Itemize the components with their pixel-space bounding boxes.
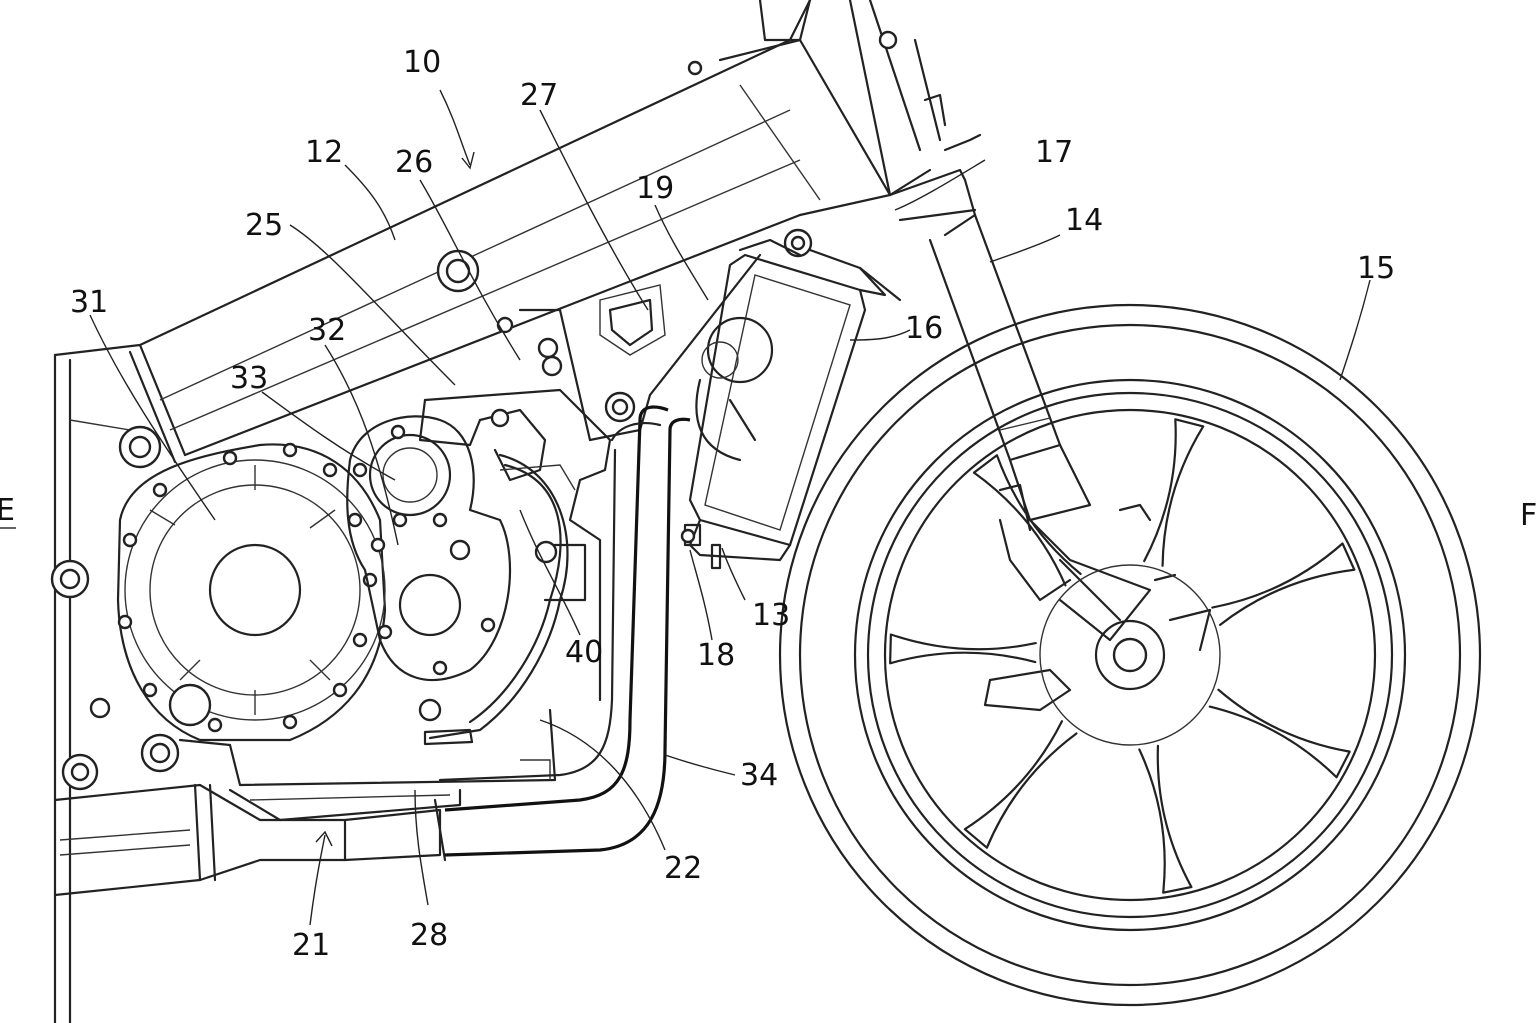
label-15: 15: [1357, 251, 1395, 286]
wheel-spoke: [1138, 744, 1193, 894]
wheel-spoke: [1211, 542, 1356, 626]
coolant-reservoir-16: [680, 238, 902, 570]
edge-mark-right: F: [1520, 498, 1536, 533]
label-18: 18: [697, 638, 735, 673]
label-13: 13: [752, 598, 790, 633]
label-34: 34: [740, 758, 778, 793]
main-frame: [53, 0, 982, 1023]
label-28: 28: [410, 918, 448, 953]
label-26: 26: [395, 145, 433, 180]
label-21: 21: [292, 928, 330, 963]
front-wheel-15: [778, 303, 1482, 1007]
label-31: 31: [70, 285, 108, 320]
label-27: 27: [520, 78, 558, 113]
label-25: 25: [245, 208, 283, 243]
reference-numerals: 10 12 13 14 15 16 17 18 19 21 22 25 26 2…: [70, 45, 1395, 963]
label-16: 16: [905, 311, 943, 346]
wheel-spoke: [1143, 418, 1205, 567]
front-fork-14: [888, 168, 1212, 712]
engine-crankcase: [61, 388, 612, 791]
label-17: 17: [1035, 135, 1073, 170]
label-19: 19: [636, 171, 674, 206]
edge-mark-left: E: [0, 493, 15, 528]
edge-marks: E F: [0, 493, 1536, 533]
wheel-spoke: [972, 454, 1082, 587]
label-12: 12: [305, 135, 343, 170]
wheel-spoke: [1208, 688, 1351, 779]
label-14: 14: [1065, 203, 1103, 238]
label-32: 32: [308, 313, 346, 348]
label-10: 10: [403, 45, 441, 80]
label-33: 33: [230, 361, 268, 396]
label-22: 22: [664, 851, 702, 886]
wheel-spoke: [963, 720, 1078, 849]
oil-pan-and-exhaust: [53, 405, 691, 897]
label-40: 40: [565, 635, 603, 670]
wheel-spokes: [889, 418, 1356, 894]
wheel-spoke: [889, 633, 1037, 665]
leader-lines: [89, 89, 1371, 926]
clutch-cover-bolts: [117, 442, 378, 733]
